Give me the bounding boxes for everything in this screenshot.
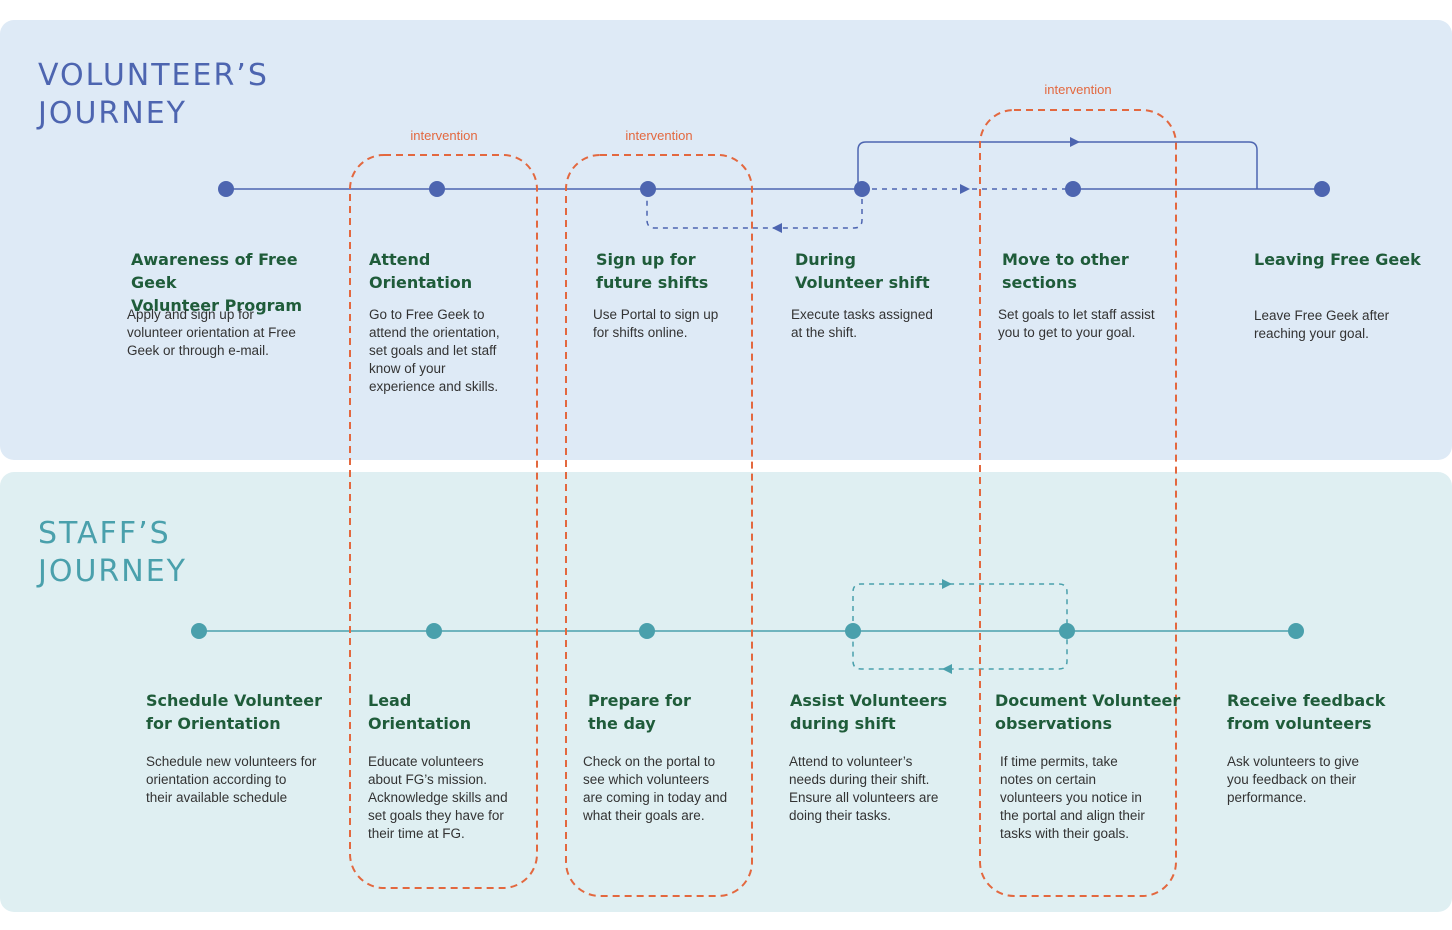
step-description: If time permits, take notes on certain v… bbox=[1000, 754, 1145, 841]
volunteer-journey-panel bbox=[0, 20, 1452, 460]
staff-step-lead-orientation: Lead Orientation bbox=[368, 689, 573, 735]
volunteer-node-1 bbox=[218, 181, 234, 197]
intervention-label-2: intervention bbox=[625, 128, 693, 143]
arrow-head-skip bbox=[1070, 137, 1080, 147]
volunteer-loop-back bbox=[646, 189, 863, 229]
staff-journey-panel bbox=[0, 472, 1452, 912]
step-title: Prepare for the day bbox=[588, 691, 691, 733]
step-description: Apply and sign up for volunteer orientat… bbox=[127, 307, 296, 358]
step-title: Receive feedback from volunteers bbox=[1227, 691, 1386, 733]
volunteer-journey-title: VOLUNTEER’S JOURNEY bbox=[38, 58, 269, 131]
step-description: Schedule new volunteers for orientation … bbox=[146, 754, 317, 805]
step-description: Execute tasks assigned at the shift. bbox=[791, 307, 933, 340]
volunteer-skip-arc bbox=[857, 141, 1258, 189]
step-title: Move to other sections bbox=[1002, 250, 1129, 292]
staff-arrow-forward bbox=[942, 579, 952, 589]
step-description: Attend to volunteer’s needs during their… bbox=[789, 754, 939, 823]
step-description: Ask volunteers to give you feedback on t… bbox=[1227, 754, 1360, 805]
step-description: Check on the portal to see which volunte… bbox=[583, 754, 728, 823]
step-description: Set goals to let staff assist you to get… bbox=[998, 307, 1155, 340]
step-title: Assist Volunteers during shift bbox=[790, 691, 948, 733]
staff-loop bbox=[852, 583, 1068, 670]
staff-step-prepare: Prepare for the day bbox=[588, 689, 793, 735]
volunteer-node-2 bbox=[429, 181, 445, 197]
step-title: During Volunteer shift bbox=[795, 250, 930, 292]
volunteer-node-5 bbox=[1065, 181, 1081, 197]
staff-node-1 bbox=[191, 623, 207, 639]
arrow-head-forward bbox=[960, 184, 970, 194]
step-title: Lead Orientation bbox=[368, 691, 472, 733]
volunteer-step-awareness: Awareness of Free Geek Volunteer Program bbox=[131, 248, 336, 317]
staff-node-5 bbox=[1059, 623, 1075, 639]
staff-node-3 bbox=[639, 623, 655, 639]
volunteer-step-during-shift: During Volunteer shift bbox=[795, 248, 1000, 294]
staff-step-document: Document Volunteer observations bbox=[995, 689, 1195, 735]
staff-node-6 bbox=[1288, 623, 1304, 639]
staff-step-feedback: Receive feedback from volunteers bbox=[1227, 689, 1427, 735]
intervention-box-2 bbox=[565, 154, 753, 897]
step-description: Use Portal to sign up for shifts online. bbox=[593, 307, 719, 340]
staff-arrow-back bbox=[942, 664, 952, 674]
intervention-box-3 bbox=[979, 109, 1177, 897]
step-description: Educate volunteers about FG’s mission. A… bbox=[368, 754, 508, 841]
volunteer-step-attend-orientation: Attend Orientation bbox=[369, 248, 574, 294]
arrow-head-back bbox=[772, 223, 782, 233]
step-title: Awareness of Free Geek Volunteer Program bbox=[131, 250, 302, 315]
step-title: Sign up for future shifts bbox=[596, 250, 709, 292]
volunteer-step-move-sections: Move to other sections bbox=[1002, 248, 1207, 294]
staff-step-assist: Assist Volunteers during shift bbox=[790, 689, 995, 735]
intervention-box-1 bbox=[349, 154, 538, 889]
intervention-label-3: intervention bbox=[1044, 82, 1112, 97]
staff-step-schedule: Schedule Volunteer for Orientation bbox=[146, 689, 351, 735]
staff-journey-title: STAFF’S JOURNEY bbox=[38, 516, 187, 589]
volunteer-node-4 bbox=[854, 181, 870, 197]
step-description: Leave Free Geek after reaching your goal… bbox=[1254, 308, 1390, 341]
step-title: Document Volunteer observations bbox=[995, 691, 1181, 733]
staff-node-4 bbox=[845, 623, 861, 639]
step-title: Attend Orientation bbox=[369, 250, 473, 292]
step-title: Schedule Volunteer for Orientation bbox=[146, 691, 323, 733]
volunteer-node-3 bbox=[640, 181, 656, 197]
staff-node-2 bbox=[426, 623, 442, 639]
volunteer-step-sign-up: Sign up for future shifts bbox=[596, 248, 801, 294]
volunteer-step-leaving: Leaving Free Geek bbox=[1254, 248, 1444, 271]
step-title: Leaving Free Geek bbox=[1254, 250, 1421, 269]
volunteer-node-6 bbox=[1314, 181, 1330, 197]
step-description: Go to Free Geek to attend the orientatio… bbox=[369, 307, 500, 394]
intervention-label-1: intervention bbox=[410, 128, 478, 143]
